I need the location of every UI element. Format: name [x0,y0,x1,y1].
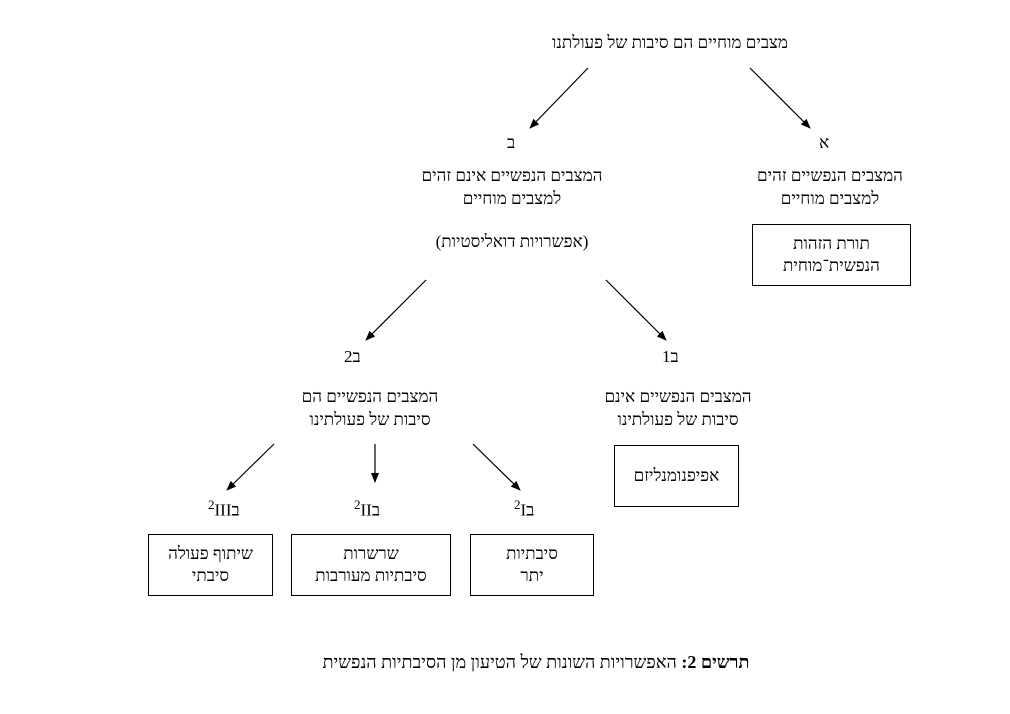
branch-b2ii-sup: 2 [354,497,361,512]
causal-cooperation-line1: שיתוף פעולה [168,544,253,563]
branch-b2-line1: המצבים הנפשיים הם [301,387,439,406]
branch-b1-index: 1 [662,347,671,366]
mixed-causal-chains-box: שרשרות סיבתיות מעורבות [291,534,451,596]
overdetermination-line1: סיבתיות [506,544,558,563]
overdetermination-line2: יתר [520,566,544,585]
branch-a-letter: א [819,133,830,152]
branch-b1-letter: ב [670,347,679,366]
epiphenomenalism-label: אפיפנומנליזם [633,466,720,485]
branch-b2iii-sup: 2 [208,497,215,512]
branch-b1-line1: המצבים הנפשיים אינם [604,387,752,406]
branch-b2i-letter: ב [526,500,535,520]
identity-theory-line2: הנפשית־מוחית [783,256,880,275]
branch-b2ii-label: ב2II [354,495,380,521]
arrow-root-to-a [749,67,811,129]
branch-b2iii-letter: ב [231,500,240,520]
branch-b2i-label: ב2I [514,495,534,521]
epiphenomenalism-box: אפיפנומנליזם [614,445,739,507]
branch-b-line2: למצבים מוחיים [462,189,562,208]
arrow-b-to-b2 [365,279,427,341]
branch-b2iii-label: ב 2III [208,495,240,521]
arrow-root-to-b [529,67,589,129]
branch-b-letter: ב [507,133,516,152]
arrow-b2-to-b2i [472,443,521,491]
branch-a-line1: המצבים הנפשיים זהים [757,166,903,185]
caption-text: האפשרויות השונות של הטיעון מן הסיבתיות ה… [322,652,677,672]
branch-b2ii-roman: II [360,500,372,520]
branch-b-line1: המצבים הנפשיים אינם זהים [421,166,603,185]
dualist-options-note: (אפשרויות דואליסטיות) [435,232,589,251]
mixed-causal-chains-line2: סיבתיות מעורבות [315,566,427,585]
branch-b2-label: ב2 [344,347,361,367]
overdetermination-box: סיבתיות יתר [470,534,594,596]
caption-figure-number: תרשים 2: [681,652,750,672]
figure-caption: תרשים 2: האפשרויות השונות של הטיעון מן ה… [280,652,792,673]
root-text: מצבים מוחיים הם סיבות של פעולתנו [552,33,788,52]
branch-b1-label: ב1 [662,347,679,367]
branch-b2-letter: ב [352,347,361,366]
branch-b2ii-letter: ב [371,500,381,520]
branch-b1-line2: סיבות של פעולתינו [617,410,739,429]
branch-a-line2: למצבים מוחיים [780,189,880,208]
identity-theory-line1: תורת הזהות [793,234,870,253]
arrow-b-to-b1 [605,279,667,341]
branch-b2i-roman: I [520,500,527,520]
branch-b2i-sup: 2 [514,497,521,512]
causal-cooperation-line2: סיבתי [191,566,230,585]
branch-b2-line2: סיבות של פעולתינו [309,410,431,429]
branch-b2-index: 2 [344,347,353,366]
branch-b2iii-roman: III [214,500,232,520]
identity-theory-box: תורת הזהות הנפשית־מוחית [752,224,911,286]
mixed-causal-chains-line1: שרשרות [343,544,399,563]
arrow-b2-to-b2iii [226,443,275,491]
causal-cooperation-box: שיתוף פעולה סיבתי [148,534,273,596]
